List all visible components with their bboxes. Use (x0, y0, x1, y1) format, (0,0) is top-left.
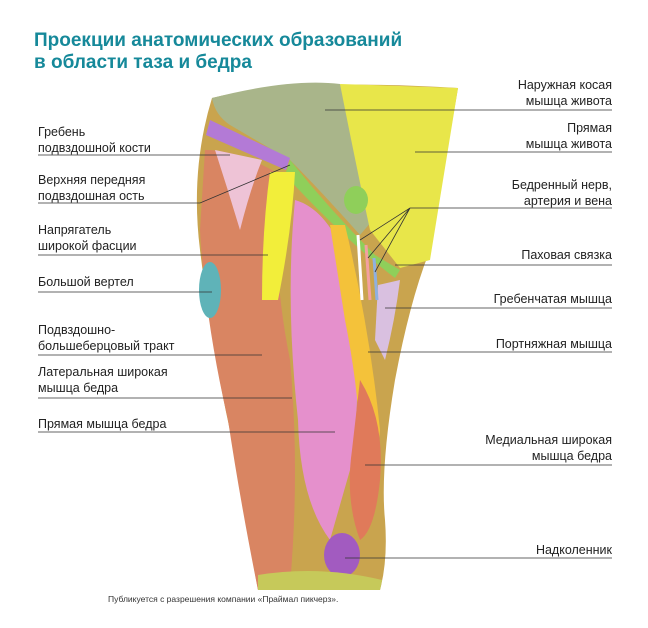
label-iliac-crest: Гребень подвздошной кости (38, 124, 151, 156)
label-line: мышца бедра (531, 449, 612, 463)
label-femoral-vessels: Бедренный нерв, артерия и вена (512, 177, 612, 209)
page-title: Проекции анатомических образований в обл… (34, 30, 402, 74)
label-line: Медиальная широкая (485, 433, 612, 447)
label-line: Гребенчатая мышца (493, 292, 612, 306)
label-line: Наружная косая (517, 78, 612, 92)
rectus-abdominis-region (340, 84, 458, 268)
label-line: Верхняя передняя (38, 173, 146, 187)
label-line: Гребень (38, 125, 86, 139)
medial-vastus-region (349, 380, 381, 540)
label-line: Большой вертел (38, 275, 134, 289)
label-patella: Надколенник (536, 542, 612, 558)
title-line-2: в области таза и бедра (34, 52, 252, 73)
pink-upper (215, 150, 262, 230)
inguinal-ligament-region (285, 160, 400, 278)
femoral-nerve (356, 234, 364, 301)
patella-region (324, 533, 360, 577)
greater-trochanter-region (199, 262, 221, 318)
femoral-vein (372, 257, 379, 301)
label-tensor-fasciae: Напрягатель широкой фасции (38, 222, 137, 254)
label-it-tract: Подвздошно-большеберцовый тракт (38, 322, 174, 354)
label-pectineus: Гребенчатая мышца (494, 291, 612, 307)
knee-bottom (258, 571, 382, 590)
label-inguinal-ligament: Паховая связка (521, 247, 612, 263)
label-line: мышца живота (525, 137, 612, 151)
label-external-oblique: Наружная косая мышца живота (518, 77, 612, 109)
label-line: Прямая мышца бедра (38, 417, 167, 431)
label-line: подвздошная ость (38, 189, 145, 203)
label-line: большеберцовый тракт (38, 339, 175, 353)
label-line: Подвздошно- (38, 323, 116, 337)
label-sartorius: Портняжная мышца (496, 336, 612, 352)
credit-text: Публикуется с разрешения компании «Прайм… (108, 594, 339, 604)
label-line: артерия и вена (523, 194, 612, 208)
label-rectus-abdominis: Прямая мышца живота (526, 120, 612, 152)
label-asis: Верхняя передняя подвздошная ость (38, 172, 145, 204)
label-line: Прямая (567, 121, 612, 135)
title-line-1: Проекции анатомических образований (34, 30, 403, 51)
leader-lines (38, 109, 612, 559)
label-line: Портняжная мышца (495, 337, 612, 351)
label-rectus-femoris: Прямая мышца бедра (38, 416, 166, 432)
label-line: широкой фасции (38, 239, 137, 253)
label-line: Бедренный нерв, (511, 178, 612, 192)
pectineus-region (375, 280, 400, 360)
label-line: мышца бедра (38, 381, 119, 395)
iliac-crest-region (206, 120, 290, 170)
tensor-fasciae-latae-region (262, 172, 295, 300)
label-line: Латеральная широкая (38, 365, 168, 379)
label-greater-trochanter: Большой вертел (38, 274, 134, 290)
label-line: мышца живота (525, 94, 612, 108)
label-line: Надколенник (535, 543, 612, 557)
label-line: Паховая связка (521, 248, 612, 262)
label-lateral-vastus: Латеральная широкая мышца бедра (38, 364, 168, 396)
label-medial-vastus: Медиальная широкая мышца бедра (485, 432, 612, 464)
green-patch (344, 186, 368, 214)
label-line: Напрягатель (38, 223, 112, 237)
femoral-artery (364, 244, 372, 301)
label-line: подвздошной кости (38, 141, 151, 155)
